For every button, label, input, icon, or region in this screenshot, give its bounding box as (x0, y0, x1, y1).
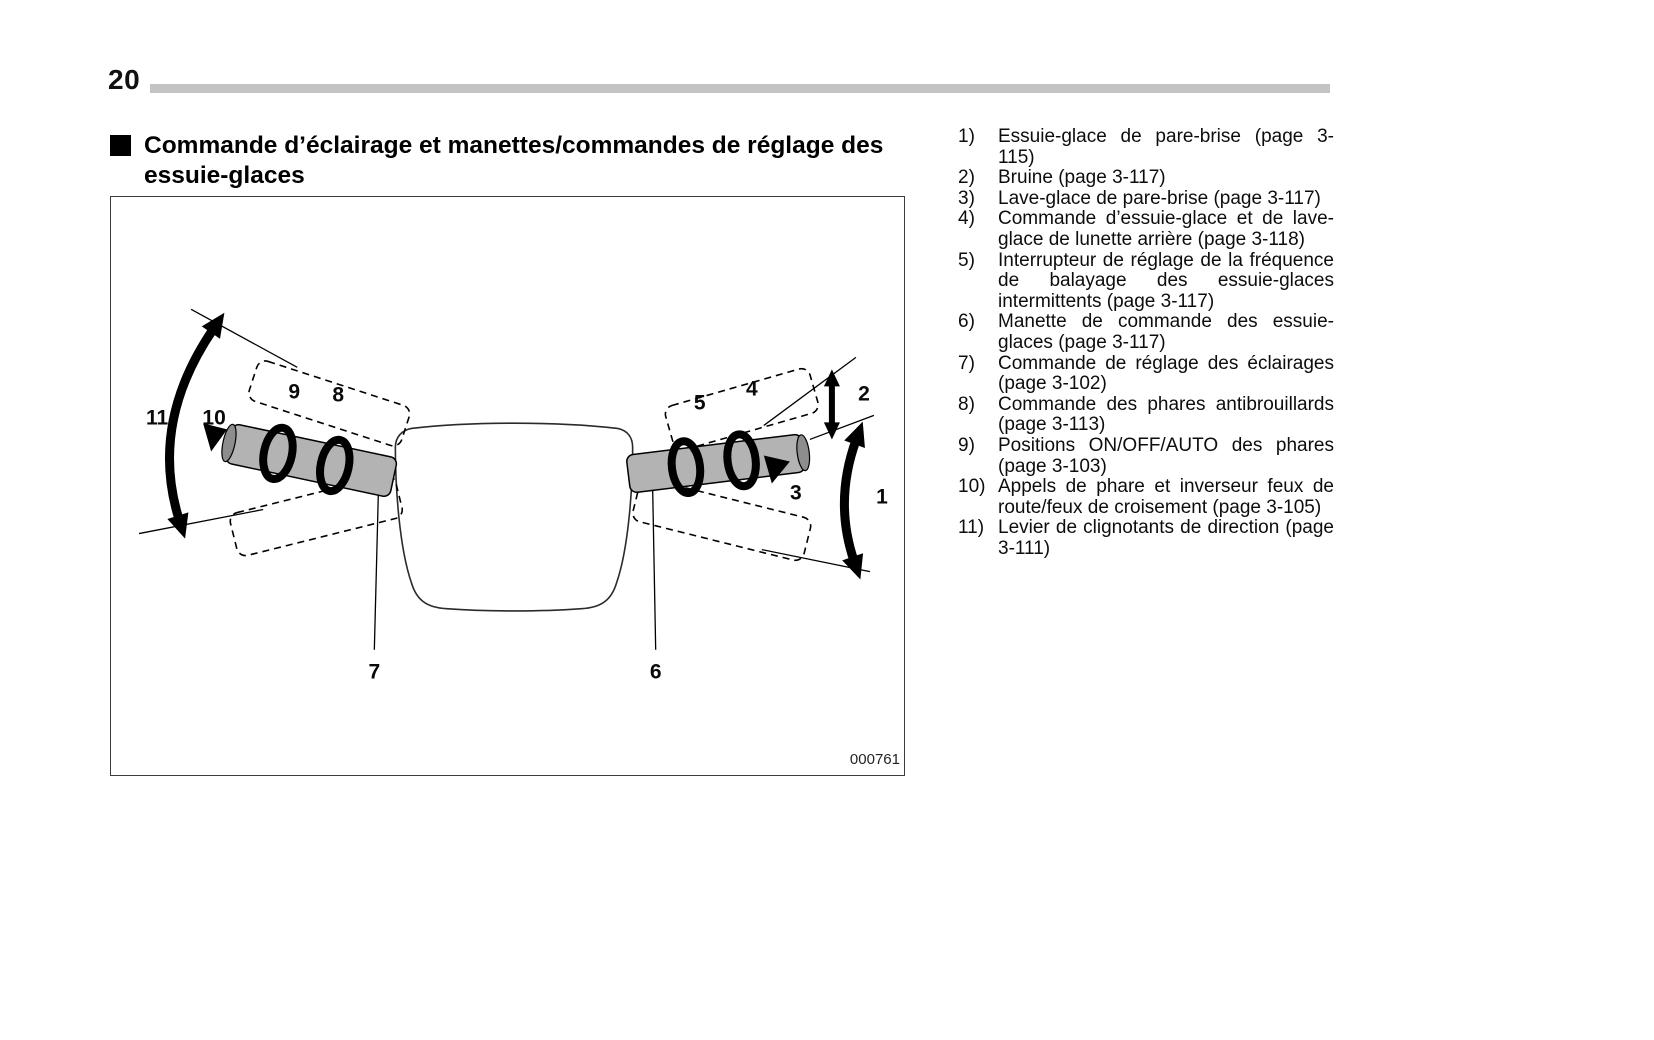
lever-sweep-arrow-right (839, 421, 865, 580)
left-stalk (221, 423, 398, 497)
legend-item-text: Commande de réglage des éclairages (page… (998, 352, 1334, 395)
legend-item: 4) Commande d’essuie-glace et de lave-gl… (958, 209, 1334, 250)
leader-lines (138, 308, 875, 650)
legend-item: 7) Commande de réglage des éclairages (p… (958, 352, 1334, 395)
lever-sweep-arrow-left (165, 312, 225, 539)
figure-label-1: 1 (876, 486, 888, 509)
figure-label-6: 6 (650, 661, 662, 684)
figure-code: 000761 (850, 751, 900, 768)
right-ring-inner (667, 437, 705, 498)
page-rule (150, 84, 1330, 93)
legend-item-text: Appels de phare et inverseur feux de rou… (998, 476, 1334, 518)
figure-label-4: 4 (746, 377, 758, 400)
legend-item-number: 6) (958, 311, 975, 333)
figure-label-11: 11 (146, 406, 169, 429)
legend-item: 2) Bruine (page 3-117) (958, 168, 1334, 189)
legend-item: 11) Levier de clignotants de direction (… (958, 517, 1334, 559)
right-ring-outer (723, 430, 760, 491)
twist-arrow-right (763, 455, 790, 484)
right-stalk (626, 430, 811, 498)
legend-item-number: 8) (958, 393, 975, 415)
heading-text: Commande d’éclairage et manettes/command… (144, 132, 884, 189)
legend-item-number: 10) (958, 476, 986, 498)
legend-item: 5) Interrupteur de réglage de la fréquen… (958, 249, 1334, 313)
legend-list: 1) Essuie-glace de pare-brise (page 3-11… (958, 126, 1334, 559)
section-heading: Commande d’éclairage et manettes/command… (110, 131, 934, 191)
legend-item-number: 7) (958, 352, 975, 374)
legend-item-text: Levier de clignotants de direction (page… (998, 517, 1334, 559)
left-stalk-lower-dashed (229, 474, 404, 557)
legend-item-text: Interrupteur de réglage de la fréquence … (998, 249, 1334, 312)
legend-item-number: 5) (958, 249, 975, 271)
figure-label-2: 2 (858, 382, 870, 405)
heading-square-bullet (110, 135, 131, 156)
legend-item: 10) Appels de phare et inverseur feux de… (958, 476, 1334, 518)
figure-label-5: 5 (694, 391, 706, 414)
legend-item: 9) Positions ON/OFF/AUTO des phares (pag… (958, 434, 1334, 477)
steering-wheel-outline (394, 422, 634, 612)
legend-item-text: Essuie-glace de pare-brise (page 3-115) (998, 126, 1334, 168)
twist-arrow-left (203, 423, 228, 452)
legend-item-text: Bruine (page 3-117) (998, 167, 1166, 189)
legend-item-number: 2) (958, 167, 975, 189)
legend-item-number: 11) (958, 517, 985, 539)
figure-label-10: 10 (202, 406, 225, 429)
steering-controls-diagram: 9 8 11 10 5 4 2 3 1 7 6 000761 (138, 308, 900, 768)
figure-label-8: 8 (332, 383, 344, 406)
legend-item: 3) Lave-glace de pare-brise (page 3-117) (958, 187, 1334, 210)
legend-item-text: Manette de commande des essuie-glaces (p… (998, 311, 1334, 353)
left-ring-outer (259, 423, 297, 484)
figure-panel: 9 8 11 10 5 4 2 3 1 7 6 000761 (110, 196, 905, 776)
legend-item-text: Lave-glace de pare-brise (page 3-117) (998, 187, 1321, 209)
legend-item: 6) Manette de commande des essuie-glaces… (958, 311, 1334, 353)
legend-item-number: 4) (958, 208, 975, 230)
right-stalk-lower-dashed (632, 477, 812, 562)
figure-label-3: 3 (790, 482, 802, 505)
right-stalk-upper-dashed (664, 367, 819, 451)
left-stalk-upper-dashed (248, 360, 411, 447)
legend-item-number: 9) (958, 434, 975, 456)
figure-label-7: 7 (368, 661, 380, 684)
legend-item-text: Positions ON/OFF/AUTO des phares (page 3… (998, 434, 1334, 477)
left-ring-inner (316, 435, 354, 496)
page-number: 20 (108, 64, 141, 95)
figure-label-9: 9 (288, 380, 300, 403)
legend-item: 8) Commande des phares antibrouillards (… (958, 393, 1334, 436)
legend-item-text: Commande des phares antibrouillards (pag… (998, 393, 1334, 436)
legend-item-number: 3) (958, 187, 975, 209)
legend-item-number: 1) (958, 126, 975, 147)
legend-item: 1) Essuie-glace de pare-brise (page 3-11… (958, 126, 1334, 168)
legend-item-text: Commande d’essuie-glace et de lave-glace… (998, 208, 1334, 250)
